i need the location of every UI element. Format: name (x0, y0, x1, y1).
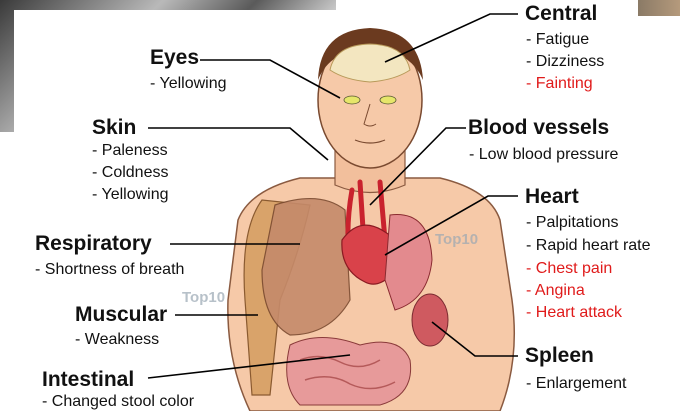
skin-heading: Skin (92, 116, 136, 140)
heart-item: - Chest pain (526, 260, 612, 278)
heart-item: - Palpitations (526, 214, 619, 232)
skin-item: - Paleness (92, 142, 168, 160)
muscular-heading: Muscular (75, 303, 167, 327)
intestinal-heading: Intestinal (42, 368, 134, 392)
spleen-organ (412, 294, 448, 346)
spleen-item: - Enlargement (526, 375, 627, 393)
skin-item: - Yellowing (92, 186, 169, 204)
blood-vessels-item: - Low blood pressure (469, 146, 618, 164)
heart-item: - Angina (526, 282, 585, 300)
skin-item: - Coldness (92, 164, 168, 182)
central-heading: Central (525, 2, 597, 26)
watermark: Top10 (182, 289, 225, 306)
respiratory-item: - Shortness of breath (35, 261, 184, 279)
central-item: - Fainting (526, 75, 593, 93)
leader-skin (148, 128, 328, 160)
central-item: - Dizziness (526, 53, 604, 71)
spleen-heading: Spleen (525, 344, 594, 368)
eye-left (344, 96, 360, 104)
intestines (287, 338, 411, 406)
eyes-heading: Eyes (150, 46, 199, 70)
central-item: - Fatigue (526, 31, 589, 49)
eyes-item: - Yellowing (150, 75, 227, 93)
lung (262, 199, 350, 335)
watermark: Top10 (435, 231, 478, 248)
respiratory-heading: Respiratory (35, 232, 152, 256)
eye-right (380, 96, 396, 104)
heart-item: - Heart attack (526, 304, 622, 322)
heart-item: - Rapid heart rate (526, 237, 651, 255)
heart-heading: Heart (525, 185, 579, 209)
intestinal-item: - Changed stool color (42, 393, 194, 411)
muscular-item: - Weakness (75, 331, 159, 349)
blood-vessels-heading: Blood vessels (468, 116, 609, 140)
